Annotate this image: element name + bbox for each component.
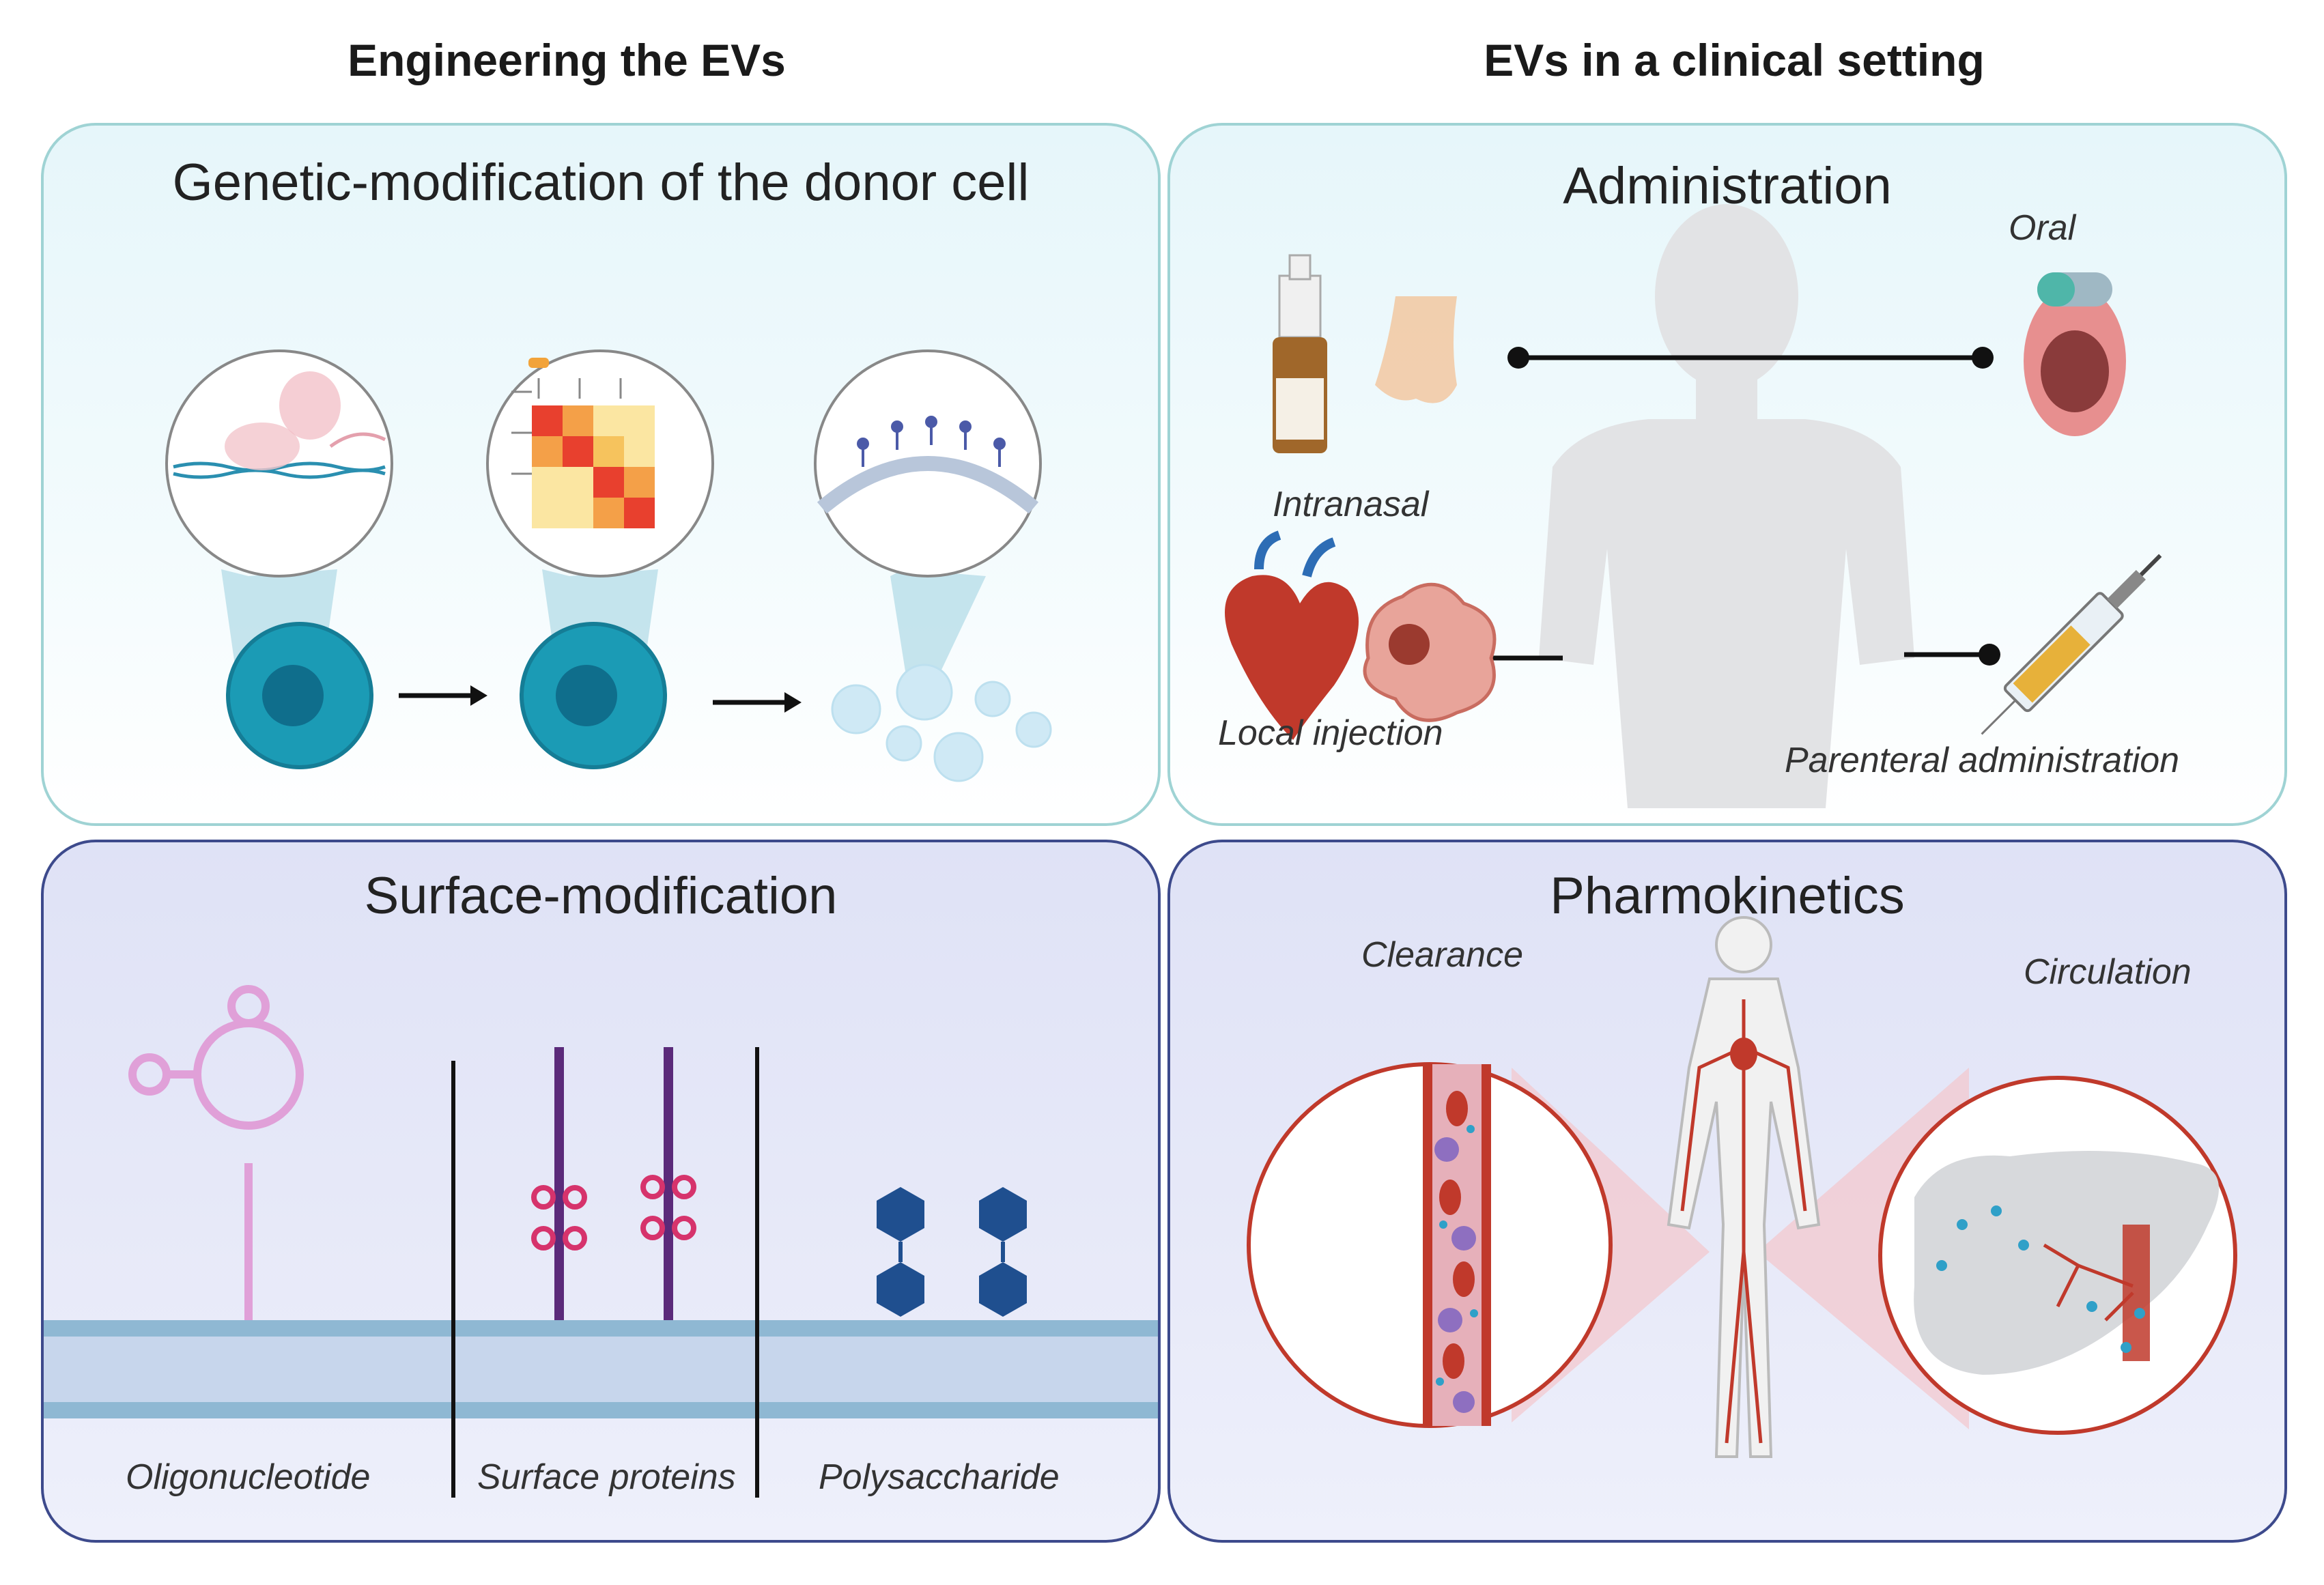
label-oligonucleotide: Oligonucleotide	[126, 1457, 371, 1497]
heatmap-icon	[511, 358, 655, 528]
oligonucleotide-icon	[128, 985, 304, 1320]
label-surface-proteins: Surface proteins	[477, 1457, 736, 1497]
nose-icon	[1375, 296, 1457, 403]
arrow-icon-1	[399, 685, 487, 706]
label-circulation: Circulation	[2024, 952, 2192, 992]
label-oral: Oral	[2009, 208, 2076, 248]
liver-icon	[1914, 1151, 2219, 1375]
pharmokinetics-illustration	[1247, 916, 2237, 1458]
surface-modification-illustration	[44, 985, 1158, 1498]
label-local-injection: Local injection	[1218, 713, 1443, 753]
heart-icon	[1225, 530, 1359, 740]
oral-capsule-icon	[2024, 272, 2126, 436]
panel-pharmokinetics: Pharmokinetics	[1167, 840, 2287, 1543]
panel-genetic-modification: Genetic-modification of the donor cell	[41, 123, 1161, 826]
arrow-icon-2	[713, 692, 802, 713]
header-engineering: Engineering the EVs	[348, 35, 786, 85]
donor-cell-2-nucleus	[556, 665, 617, 726]
ev-bubbles	[831, 663, 1052, 782]
polysaccharide-1	[877, 1187, 924, 1317]
target-cell-icon	[1363, 582, 1497, 722]
panel-surface-modification: Surface-modification	[41, 840, 1161, 1543]
label-parenteral: Parenteral administration	[1785, 741, 2180, 780]
panel-title-pharmokinetics: Pharmokinetics	[1550, 867, 1905, 925]
surface-protein-2	[640, 1047, 696, 1320]
genetic-modification-illustration	[165, 349, 1052, 782]
human-body-icon	[1539, 204, 1914, 808]
lipid-bilayer	[44, 1320, 1158, 1418]
label-intranasal: Intranasal	[1273, 485, 1429, 524]
nasal-spray-icon	[1273, 254, 1327, 453]
donor-cell-1-nucleus	[262, 665, 324, 726]
label-clearance: Clearance	[1361, 935, 1524, 975]
administration-illustration	[1225, 204, 2162, 808]
circulatory-system-icon	[1667, 916, 1821, 1458]
label-polysaccharide: Polysaccharide	[819, 1457, 1060, 1497]
panel-administration: Administration	[1167, 123, 2287, 826]
syringe-icon	[1981, 554, 2162, 735]
panel-title-surface: Surface-modification	[364, 867, 838, 925]
connector-intranasal-oral	[1507, 347, 1994, 369]
blood-vessel-icon	[1423, 1064, 1491, 1426]
connector-parenteral	[1904, 644, 2000, 666]
dna-editing-icon	[173, 371, 386, 479]
ev-membrane-icon	[817, 416, 1039, 514]
panel-title-genetic: Genetic-modification of the donor cell	[172, 154, 1030, 212]
surface-protein-1	[531, 1047, 587, 1320]
polysaccharide-2	[979, 1187, 1027, 1317]
header-clinical: EVs in a clinical setting	[1484, 35, 1985, 85]
